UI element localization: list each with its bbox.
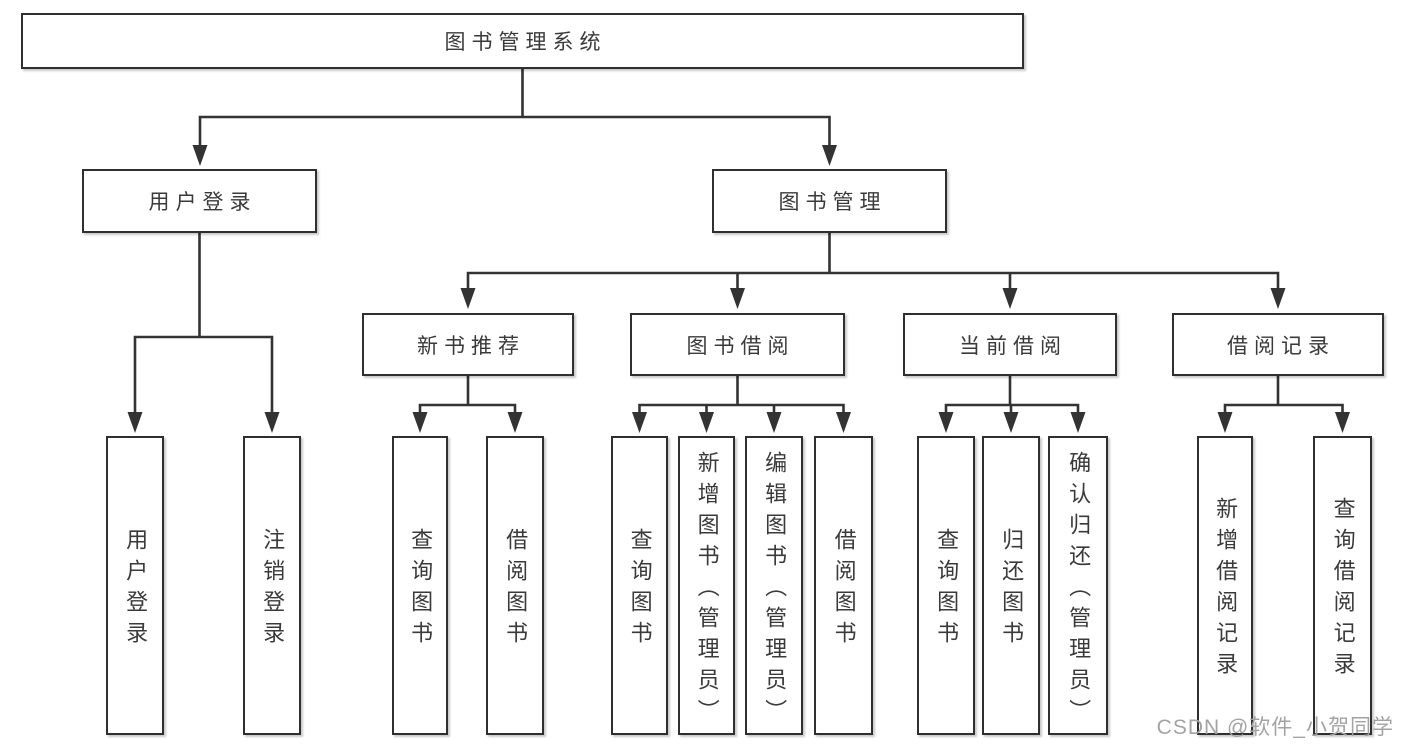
node-label: 借阅记录: [1227, 334, 1335, 358]
node-label: 查询图书: [408, 528, 434, 652]
arrowhead: [730, 288, 745, 309]
node-new-book-recommendation: 新书推荐: [362, 313, 574, 376]
arrowheads: [127, 145, 1350, 433]
node-label: 确认归还（管理员）: [1066, 450, 1092, 730]
node-records-query-borrow-record: 查询借阅记录: [1313, 436, 1372, 735]
node-label: 图书借阅: [686, 334, 795, 358]
connector-lines: [133, 67, 1344, 419]
edge-recommend-branch: [418, 374, 517, 419]
node-label: 注销登录: [260, 528, 286, 652]
csdn-watermark: CSDN @软件_小贺同学: [1156, 716, 1394, 739]
node-label: 查询图书: [627, 528, 653, 652]
arrowhead: [1335, 412, 1350, 433]
arrowhead: [1270, 288, 1286, 309]
node-current-return-books: 归还图书: [982, 436, 1040, 735]
arrowhead: [412, 412, 428, 433]
node-borrowing-add-books-admin: 新增图书（管理员）: [678, 436, 735, 735]
node-current-confirm-return-admin: 确认归还（管理员）: [1048, 436, 1108, 735]
node-logout: 注销登录: [243, 436, 301, 735]
arrowhead: [1003, 412, 1019, 433]
node-book-borrowing: 图书借阅: [630, 313, 845, 376]
node-label: 编辑图书（管理员）: [762, 450, 788, 730]
node-borrowing-edit-books-admin: 编辑图书（管理员）: [745, 436, 803, 735]
node-user-login: 用户登录: [82, 169, 317, 233]
node-label: 查询借阅记录: [1330, 497, 1356, 683]
node-borrowing-records: 借阅记录: [1172, 313, 1384, 376]
node-library-management-system: 图书管理系统: [21, 13, 1024, 69]
edge-records-branch: [1223, 374, 1344, 419]
node-recommend-query-books: 查询图书: [392, 436, 448, 735]
node-label: 借阅图书: [503, 528, 529, 652]
node-label: 新增借阅记录: [1213, 497, 1239, 683]
node-borrowing-borrow-books: 借阅图书: [814, 436, 873, 735]
arrowhead: [1217, 412, 1233, 433]
arrowhead: [507, 412, 523, 433]
node-label: 用户登录: [123, 528, 149, 652]
edge-current-branch: [944, 374, 1080, 419]
node-label: 用户登录: [148, 191, 257, 214]
edge-borrowing-branch: [638, 374, 845, 419]
edge-root-to-level1: [198, 67, 831, 152]
arrowhead: [938, 412, 954, 433]
arrowhead: [766, 412, 782, 433]
node-label: 借阅图书: [831, 528, 857, 652]
node-label: 新增图书（管理员）: [694, 450, 720, 730]
arrowhead: [699, 412, 714, 433]
node-recommend-borrow-books: 借阅图书: [486, 436, 544, 735]
node-login: 用户登录: [106, 436, 164, 735]
arrowhead: [632, 412, 647, 433]
arrowhead: [836, 412, 851, 433]
arrowhead: [264, 412, 280, 433]
node-book-management: 图书管理: [712, 169, 947, 233]
edge-book-mgmt-to-level2: [466, 231, 1280, 294]
node-borrowing-query-books: 查询图书: [611, 436, 668, 735]
node-label: 图书管理系统: [444, 31, 607, 54]
node-records-add-borrow-record: 新增借阅记录: [1197, 436, 1253, 735]
node-label: 当前借阅: [959, 334, 1067, 358]
node-label: 新书推荐: [417, 334, 525, 358]
node-label: 归还图书: [999, 528, 1025, 652]
arrowhead: [192, 145, 208, 166]
arrowhead: [127, 412, 143, 433]
node-label: 查询图书: [934, 528, 960, 652]
node-current-query-books: 查询图书: [917, 436, 975, 735]
arrowhead: [1002, 288, 1018, 309]
edge-user-login-branch: [133, 231, 274, 419]
node-current-borrowing: 当前借阅: [903, 313, 1117, 376]
arrowhead: [822, 145, 837, 166]
arrowhead: [460, 288, 476, 309]
node-label: 图书管理: [778, 191, 887, 214]
arrowhead: [1070, 412, 1086, 433]
